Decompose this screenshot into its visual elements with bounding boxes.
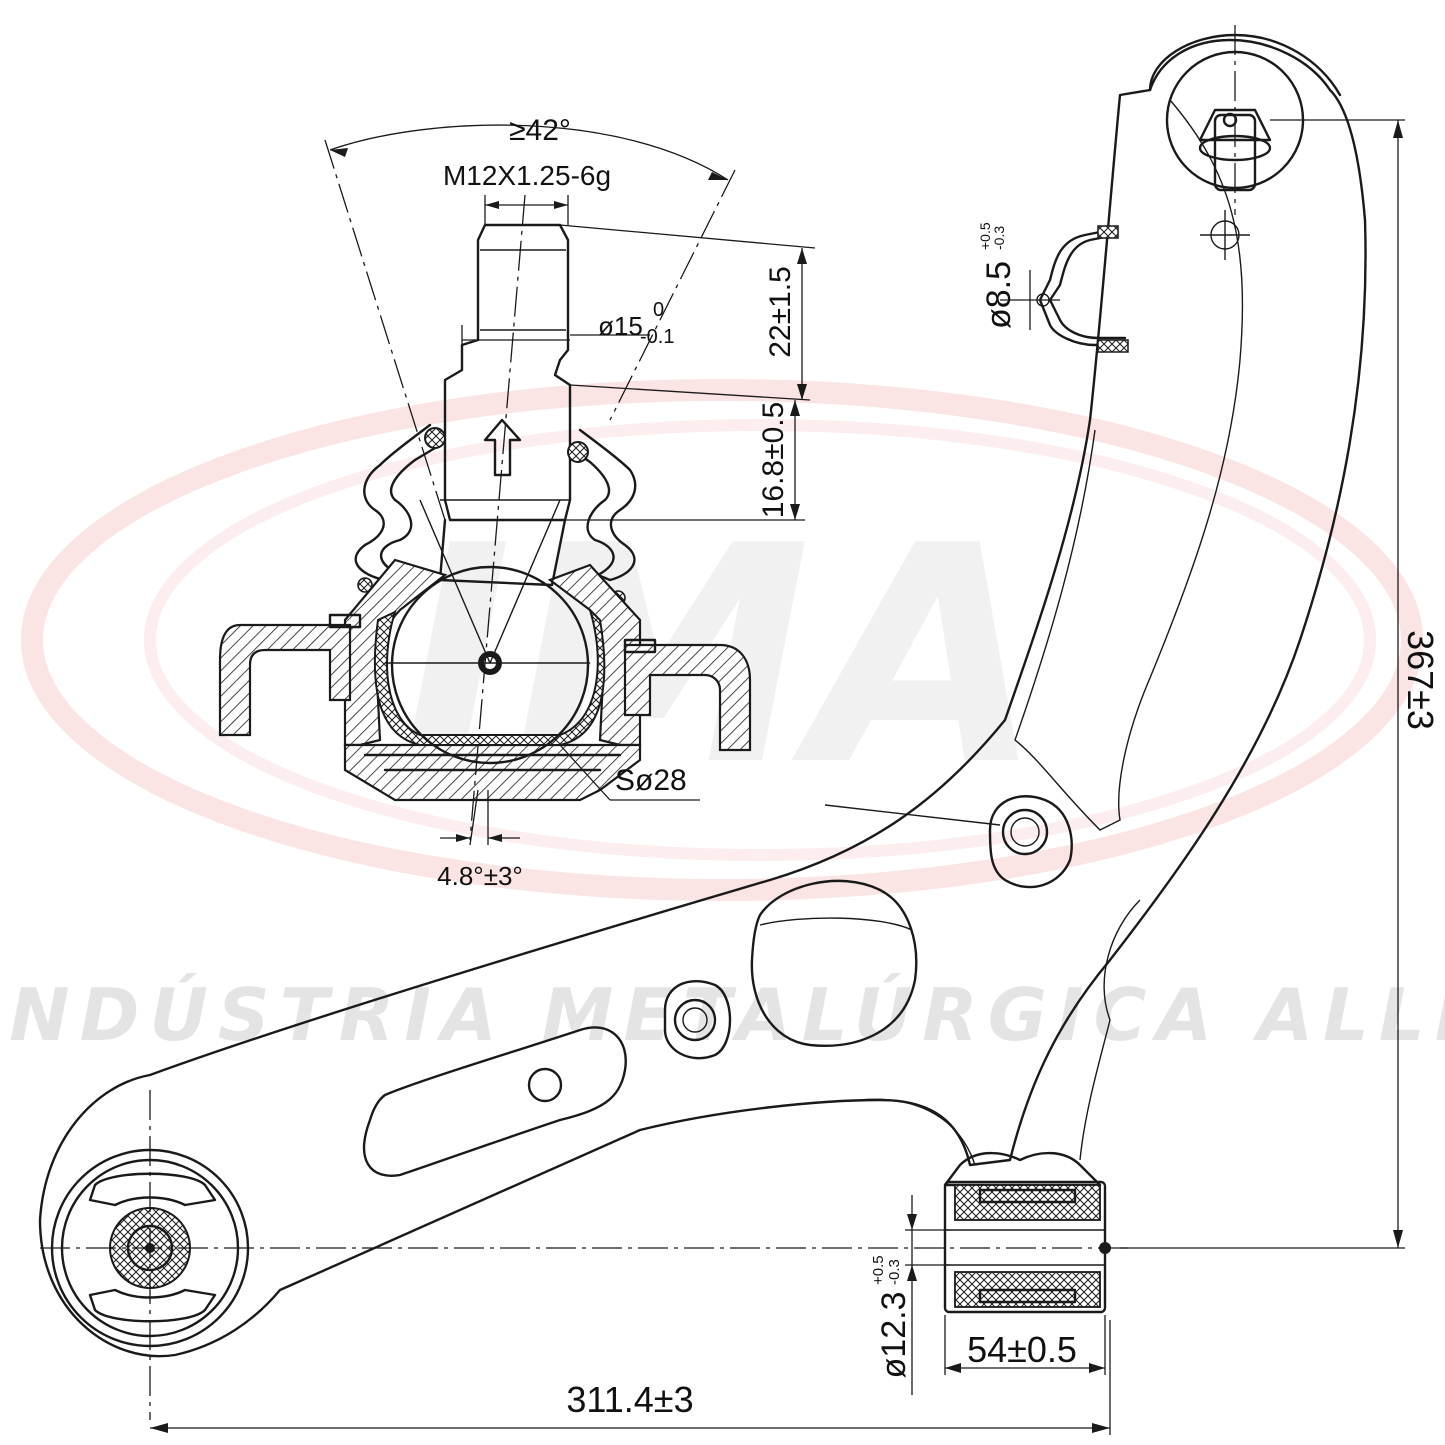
pin-hole-base: ø8.5 [980,261,1018,329]
pin-hole-upper-tol: +0.5 [977,222,993,250]
bushing-bore-upper-tol: +0.5 [870,1255,887,1285]
arm-slot [362,1026,627,1177]
ball-joint-dimensions: ≥42° M12X1.25-6g ø15 0 -0.1 22±1.5 16.8±… [329,114,816,891]
pin-hole-lower-tol: -0.3 [991,226,1007,250]
watermark-company-name: INDÚSTRIA METALÚRGICA ALLI [0,973,1445,1057]
arm-mount-hole [824,795,1073,889]
ball-joint-section [218,139,752,841]
small-bushing-hole [663,980,732,1060]
watermark-swoosh-inner [144,419,1376,861]
front-bushing [50,1090,250,1420]
control-arm-lower-rib [1079,899,1141,1161]
bushing-width-label: 54±0.5 [967,1329,1077,1370]
taper-length-label: 16.8±0.5 [757,402,790,519]
control-arm-outline [38,38,1367,1358]
overall-height-label: 367±3 [1400,630,1441,730]
arm-boss [750,879,918,1047]
overall-length-label: 311.4±3 [566,1379,693,1420]
stud-diameter-base: ø15 [598,311,643,341]
ball-diameter-label: Sø28 [615,764,687,797]
top-ball-joint-housing [1148,25,1342,260]
retaining-clip [1036,225,1129,353]
bushing-bore-lower-tol: -0.3 [886,1259,903,1285]
ball-joint-housing [343,558,642,802]
rear-bushing [943,1151,1111,1314]
thread-length-label: 22±1.5 [764,266,797,358]
tilt-angle-label: 4.8°±3° [437,861,523,891]
control-arm-curve [859,1098,976,1166]
control-arm [38,25,1367,1420]
control-arm-rib [1014,99,1244,831]
stud-diameter-upper-tol: 0 [653,299,664,321]
ball-joint-flange [218,613,752,752]
cone-angle-label: ≥42° [509,114,571,147]
stud-diameter-lower-tol: -0.1 [640,326,674,348]
arm-dimensions: 367±3 311.4±3 54±0.5 ø12.3 +0.5 -0.3 ø8.… [150,119,1441,1435]
thread-spec-label: M12X1.25-6g [443,160,611,191]
bushing-bore-base: ø12.3 [875,1292,913,1379]
watermark-swoosh [21,379,1423,901]
